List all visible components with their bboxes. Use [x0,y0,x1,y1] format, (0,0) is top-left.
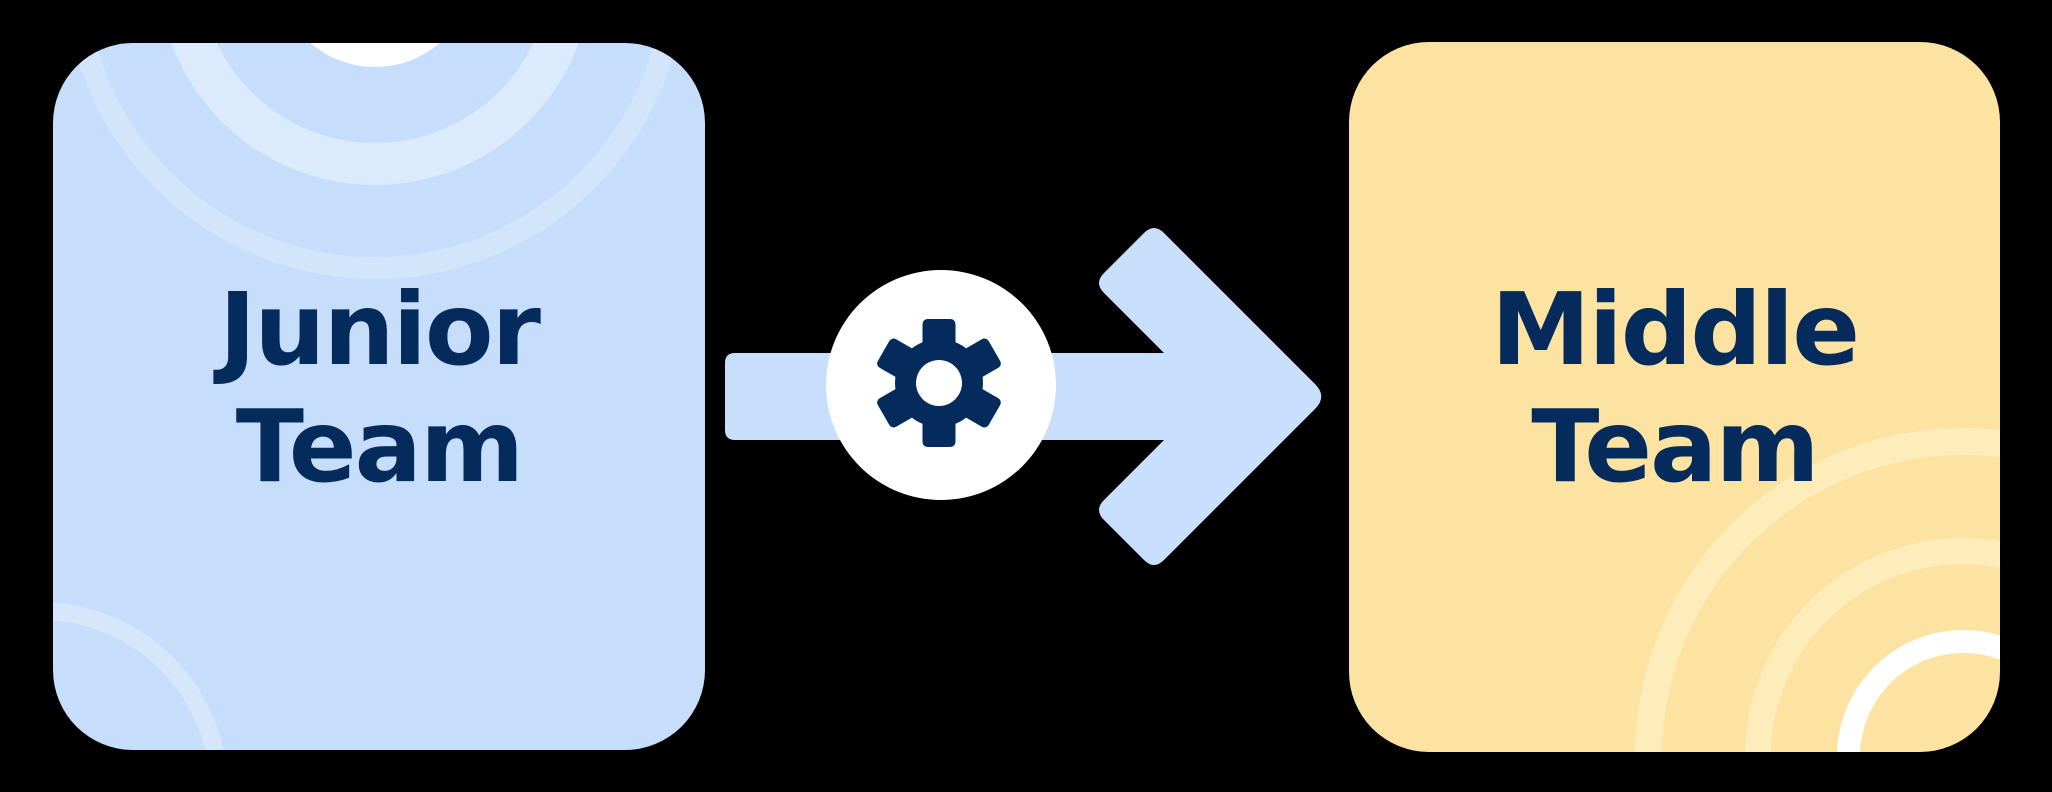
middle-team-card: Middle Team [1349,42,2000,752]
label-line-2: Team [1531,388,1819,505]
label-line-2: Team [235,387,524,505]
middle-team-label: Middle Team [1490,271,1860,505]
label-line-1: Middle [1490,271,1860,388]
junior-team-card: Junior Team [53,43,705,750]
gear-icon [877,319,1001,447]
label-line-1: Junior [219,270,541,388]
process-arrow [725,228,1322,565]
junior-team-label: Junior Team [219,270,541,505]
corner-arc-decoration [53,602,228,750]
